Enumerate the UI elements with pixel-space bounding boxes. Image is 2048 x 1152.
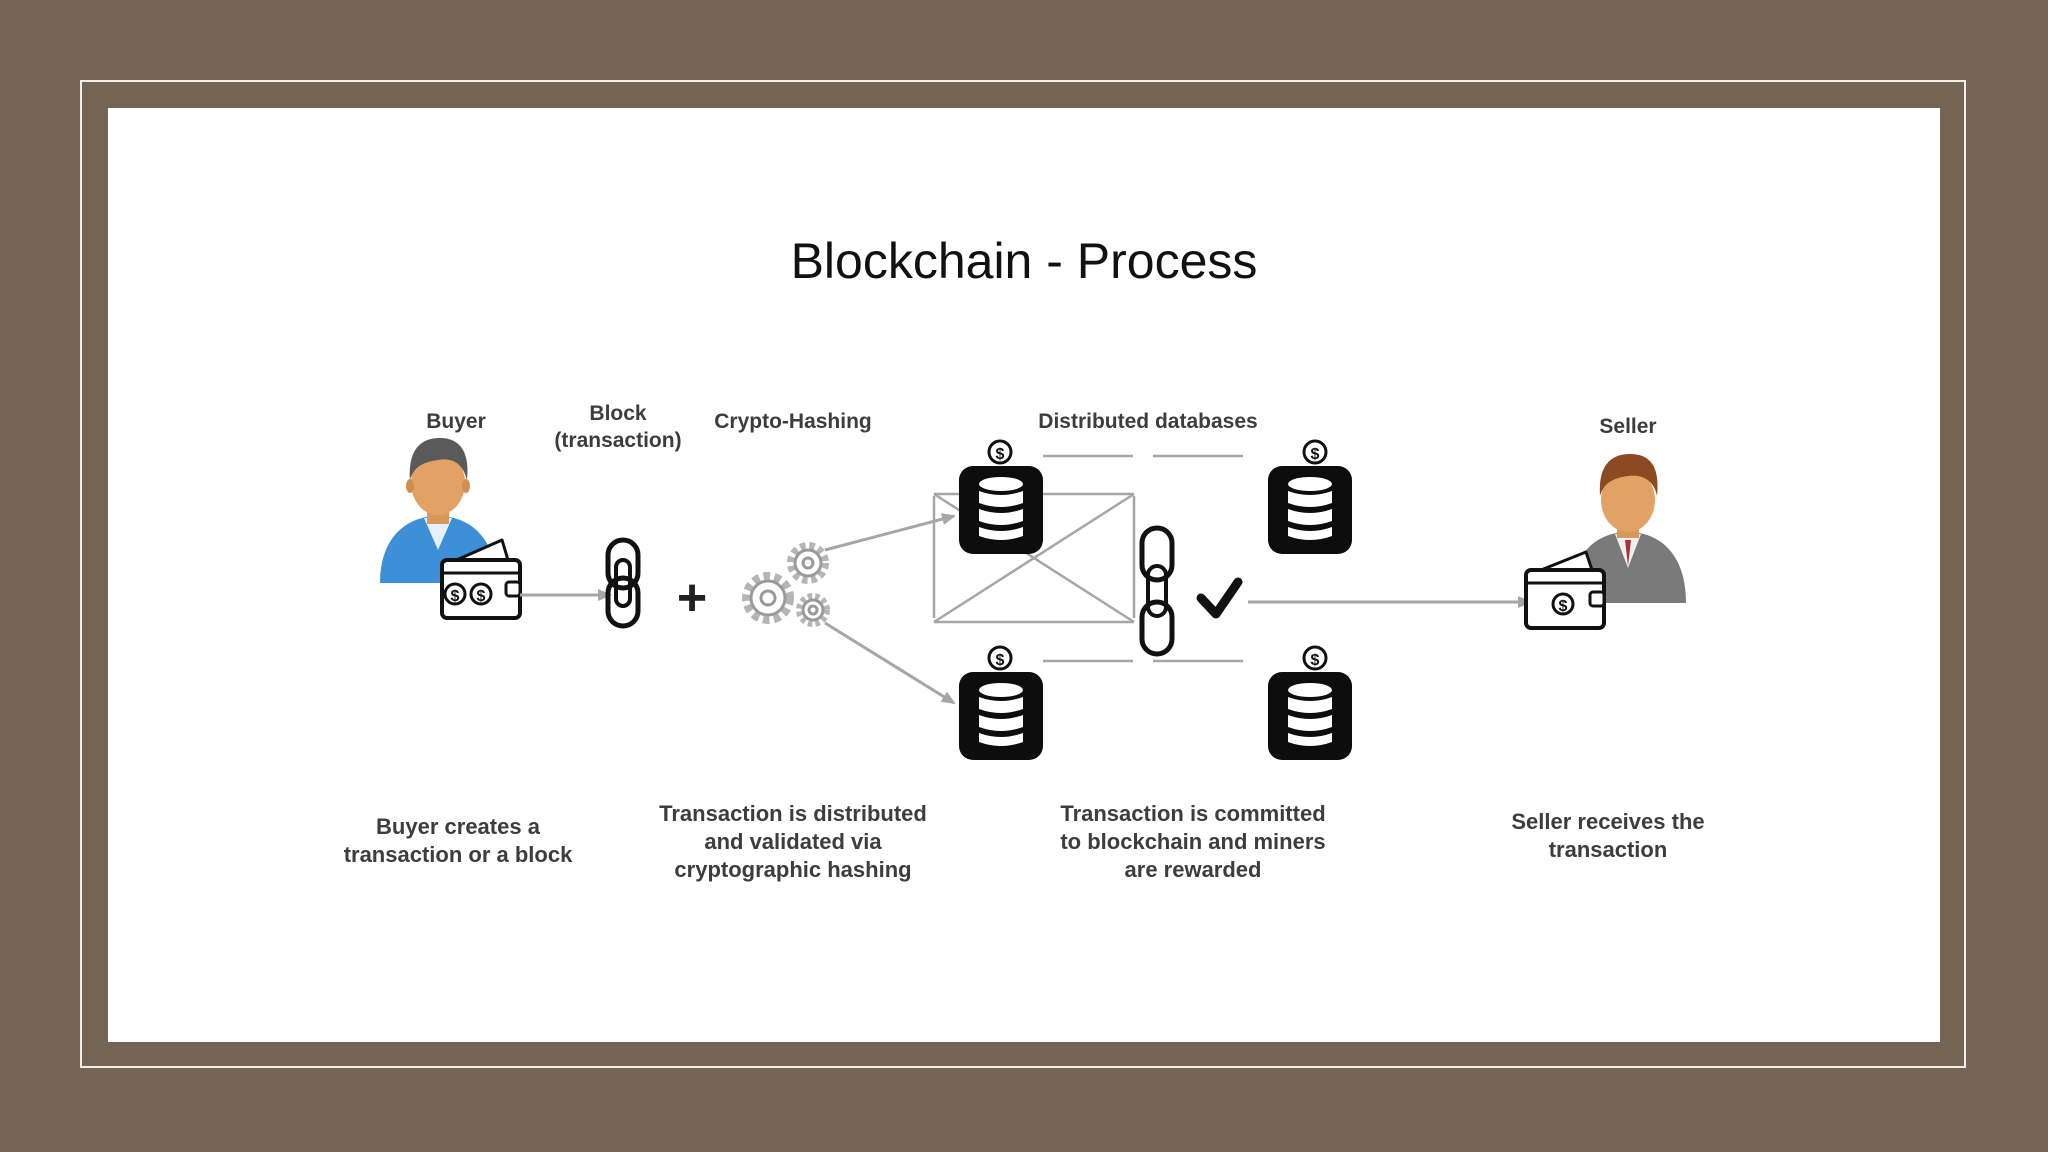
svg-text:$: $ [1311, 652, 1320, 669]
svg-text:$: $ [996, 446, 1005, 463]
seller-wallet-icon: $ [1524, 550, 1606, 630]
block-label: Block (transaction) [554, 402, 682, 452]
slide-frame [80, 80, 1966, 1068]
slide-title: Blockchain - Process [790, 233, 1258, 289]
buyer-wallet-icon: $ $ [440, 538, 522, 620]
blockchain-chain-icon [1139, 525, 1175, 657]
crypto-hashing-label: Crypto-Hashing [714, 410, 872, 433]
svg-text:$: $ [1311, 446, 1320, 463]
database-icon-bottom-left: $ [959, 645, 1043, 760]
svg-text:$: $ [1559, 598, 1568, 615]
hashing-to-db-top-arrow [824, 513, 956, 552]
svg-text:$: $ [451, 588, 460, 605]
buyer-label: Buyer [426, 410, 486, 433]
hashing-to-db-bottom-arrow [824, 621, 956, 705]
gears-icon [742, 542, 830, 627]
buyer-step-description: Buyer creates a transaction or a block [343, 814, 573, 867]
seller-step-description: Seller receives the transaction [1511, 809, 1705, 862]
distribution-step-description: Transaction is distributed and validated… [659, 801, 927, 882]
plus-icon: + [677, 569, 707, 627]
svg-text:$: $ [477, 588, 486, 605]
distributed-databases-label: Distributed databases [1038, 410, 1258, 433]
seller-label: Seller [1599, 415, 1657, 438]
block-chain-link-icon [605, 537, 641, 629]
commit-step-description: Transaction is committed to blockchain a… [1060, 801, 1326, 882]
svg-text:$: $ [996, 652, 1005, 669]
database-icon-top-left: $ [959, 439, 1043, 554]
blockchain-process-diagram: $ $ + [380, 438, 1686, 760]
slide: Blockchain - Process Buyer Block (transa… [108, 108, 1940, 1042]
database-icon-top-right: $ [1268, 439, 1352, 554]
database-icon-bottom-right: $ [1268, 645, 1352, 760]
checkmark-icon [1196, 577, 1243, 619]
